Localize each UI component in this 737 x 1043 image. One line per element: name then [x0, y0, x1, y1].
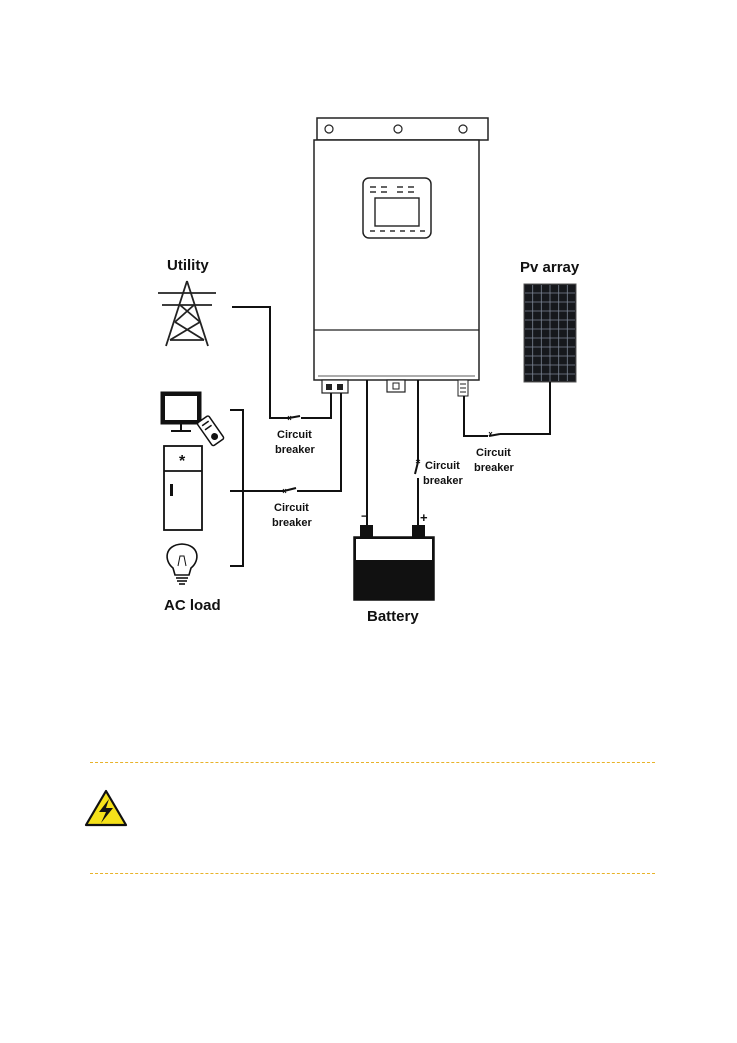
solar-panel-icon [524, 284, 576, 382]
svg-text:breaker: breaker [423, 475, 463, 487]
battery-label: Battery [367, 608, 419, 625]
svg-text:Circuit: Circuit [425, 460, 460, 472]
refrigerator-icon: * [164, 446, 202, 530]
lightbulb-icon [167, 544, 197, 584]
pv-array-label: Pv array [520, 259, 580, 276]
svg-text:breaker: breaker [474, 462, 514, 474]
battery-plus-label: + [420, 510, 428, 525]
pv-breaker-label: Circuit breaker [474, 447, 514, 474]
battery-icon [354, 525, 434, 600]
top-divider [90, 762, 655, 763]
svg-text:Circuit: Circuit [274, 502, 309, 514]
svg-text:breaker: breaker [272, 517, 312, 529]
fridge-mark: * [179, 453, 186, 470]
load-breaker-label: Circuit breaker [272, 502, 312, 529]
high-voltage-warning-icon [86, 791, 126, 825]
inverter-icon [314, 118, 488, 396]
utility-label: Utility [167, 257, 209, 274]
battery-breaker-label: Circuit breaker [423, 460, 463, 487]
svg-text:Circuit: Circuit [277, 429, 312, 441]
utility-breaker-label: Circuit breaker [275, 429, 315, 456]
svg-text:breaker: breaker [275, 444, 315, 456]
bottom-divider [90, 873, 655, 874]
transmission-tower-icon [158, 281, 216, 346]
svg-text:Circuit: Circuit [476, 447, 511, 459]
ac-load-label: AC load [164, 597, 221, 614]
tv-icon [161, 392, 224, 446]
